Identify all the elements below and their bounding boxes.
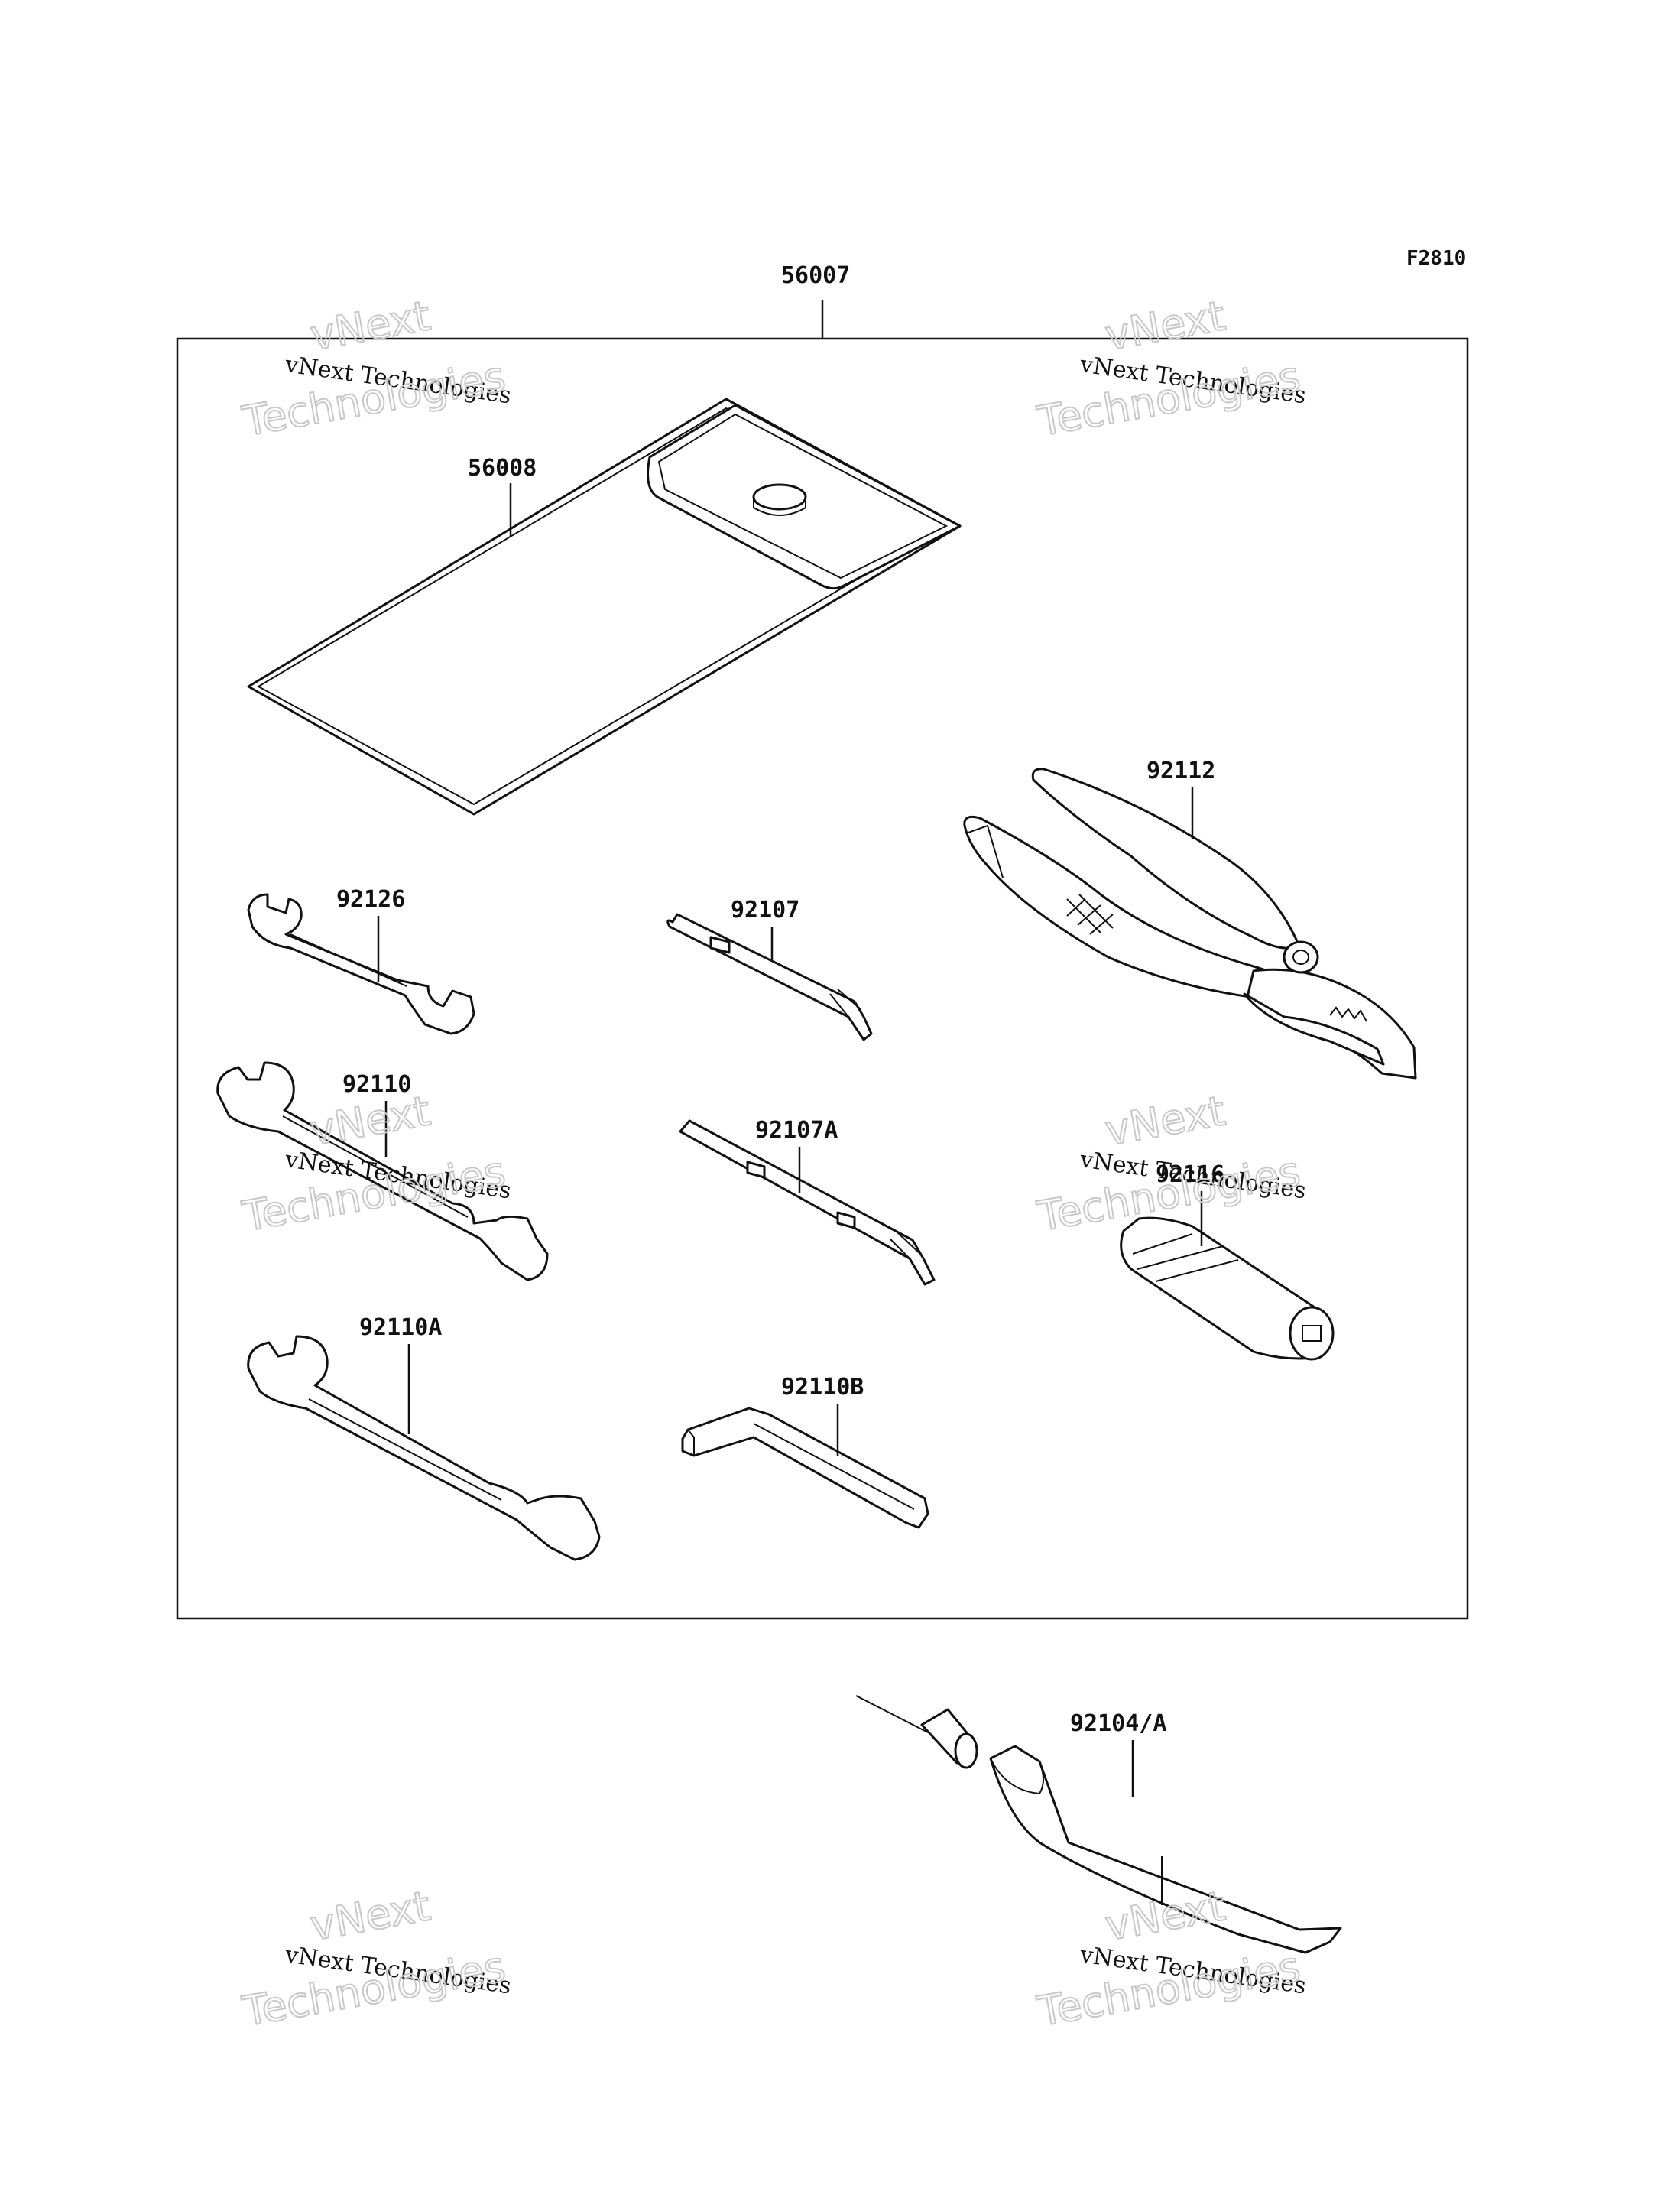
watermark: vNext vNext Technologies Technologies — [238, 291, 513, 446]
small-wrench-drawing[interactable] — [247, 893, 475, 1035]
label-92126[interactable]: 92126 — [336, 886, 405, 913]
label-92116[interactable]: 92116 — [1156, 1161, 1224, 1188]
pliers-drawing[interactable] — [963, 768, 1417, 1080]
label-56007[interactable]: 56007 — [781, 262, 850, 289]
label-92110B[interactable]: 92110B — [781, 1374, 864, 1401]
label-92104A[interactable]: 92104/A — [1070, 1710, 1166, 1737]
svg-text:vNext: vNext — [1101, 1086, 1228, 1154]
label-92112[interactable]: 92112 — [1146, 758, 1215, 784]
label-92107[interactable]: 92107 — [731, 897, 799, 924]
watermark: vNext vNext Technologies Technologies — [1033, 1086, 1308, 1242]
plug-wrench-drawing[interactable] — [1120, 1216, 1335, 1361]
svg-text:vNext: vNext — [306, 1881, 433, 1950]
svg-text:vNext: vNext — [1101, 291, 1228, 359]
watermark: vNext vNext Technologies Technologies — [238, 1881, 513, 2037]
watermark: vNext vNext Technologies Technologies — [1033, 291, 1308, 446]
large-wrench-drawing[interactable] — [247, 1335, 601, 1561]
double-bit-drawing[interactable] — [679, 1119, 936, 1286]
label-56008[interactable]: 56008 — [468, 455, 537, 482]
svg-text:vNext: vNext — [306, 1086, 433, 1154]
screwdriver-bit-drawing[interactable] — [666, 913, 873, 1041]
grease-tube-drawing[interactable] — [855, 1695, 1342, 1954]
label-92107A[interactable]: 92107A — [755, 1117, 838, 1144]
label-92110A[interactable]: 92110A — [359, 1314, 442, 1341]
label-92110[interactable]: 92110 — [342, 1071, 411, 1098]
medium-wrench-drawing[interactable] — [216, 1061, 549, 1281]
tool-bag-drawing[interactable] — [247, 398, 962, 816]
svg-text:vNext: vNext — [1101, 1881, 1228, 1950]
svg-text:vNext: vNext — [306, 291, 433, 359]
figure-ref: F2810 — [1406, 247, 1466, 270]
watermark: vNext vNext Technologies Technologies — [1033, 1881, 1308, 2037]
hex-key-drawing[interactable] — [681, 1407, 929, 1529]
